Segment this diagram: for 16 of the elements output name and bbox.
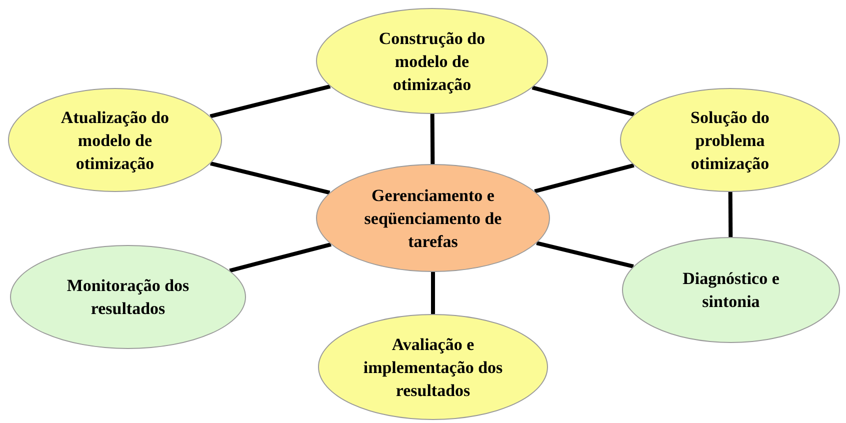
connector-line xyxy=(728,192,733,238)
connector-line xyxy=(210,161,330,195)
node-label: Atualização do modelo de otimização xyxy=(60,106,170,174)
node-label: Construção do modelo de otimização xyxy=(378,28,486,96)
connector-line xyxy=(532,86,635,116)
node-label: Monitoração dos resultados xyxy=(66,275,190,320)
node-label: Gerenciamento e seqüenciamento de tarefas xyxy=(363,184,503,252)
node-label: Diagnóstico e sintonia xyxy=(682,268,780,313)
connector-line xyxy=(431,272,435,314)
connector-line xyxy=(536,241,634,268)
connector-line xyxy=(534,163,634,194)
connector-line xyxy=(430,114,435,164)
connector-line xyxy=(210,84,331,118)
node-label: Avaliação e implementação dos resultados xyxy=(362,334,504,402)
connector-line xyxy=(229,242,332,273)
node-label: Solução do problema otimização xyxy=(690,106,770,174)
